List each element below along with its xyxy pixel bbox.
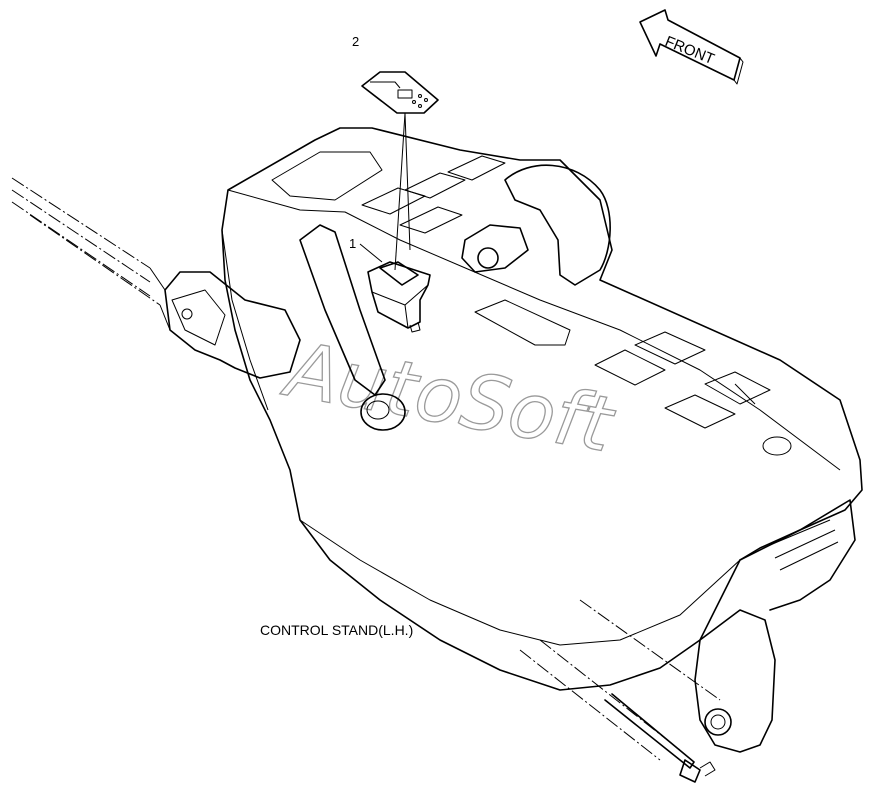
switch-panel-holes bbox=[361, 155, 792, 456]
part-2-switch-cover bbox=[361, 71, 439, 271]
control-stand-body bbox=[221, 127, 863, 753]
part-1-rocker-switch bbox=[367, 261, 431, 333]
cable-left bbox=[11, 177, 161, 306]
front-direction-arrow: FRONT bbox=[639, 9, 744, 85]
callout-1-number: 1 bbox=[349, 236, 356, 251]
knob-bracket bbox=[461, 224, 529, 273]
bottom-rod bbox=[604, 693, 716, 783]
side-slot-lever bbox=[299, 224, 406, 431]
front-arrow-label: FRONT bbox=[663, 33, 717, 68]
diagram-caption: CONTROL STAND(L.H.) bbox=[260, 622, 413, 638]
callout-2-number: 2 bbox=[352, 34, 359, 49]
joystick-lever bbox=[149, 267, 301, 379]
cable-bottom bbox=[519, 599, 721, 761]
watermark: AutoSoft bbox=[276, 324, 622, 470]
callout-1-leader bbox=[359, 243, 383, 263]
